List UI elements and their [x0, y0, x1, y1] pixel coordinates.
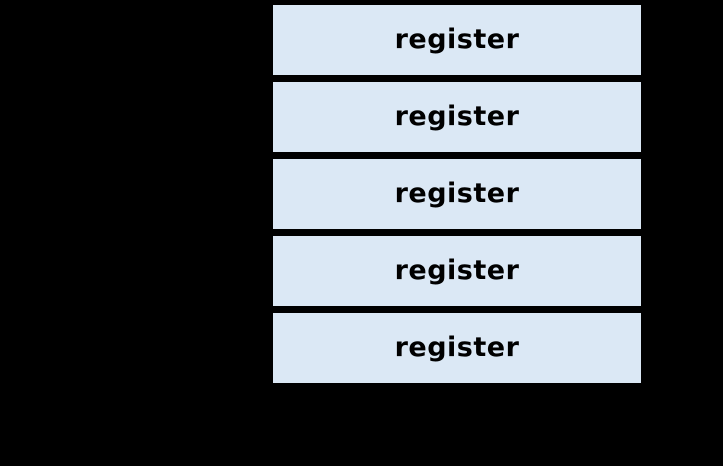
register-stack: register register register register regi… — [270, 2, 644, 387]
register-box: register — [270, 156, 644, 232]
register-box: register — [270, 233, 644, 309]
register-box: register — [270, 2, 644, 78]
register-box: register — [270, 310, 644, 386]
register-label: register — [394, 23, 520, 55]
register-label: register — [394, 254, 520, 286]
register-label: register — [394, 177, 520, 209]
register-label: register — [394, 100, 520, 132]
register-box: register — [270, 79, 644, 155]
register-label: register — [394, 331, 520, 363]
